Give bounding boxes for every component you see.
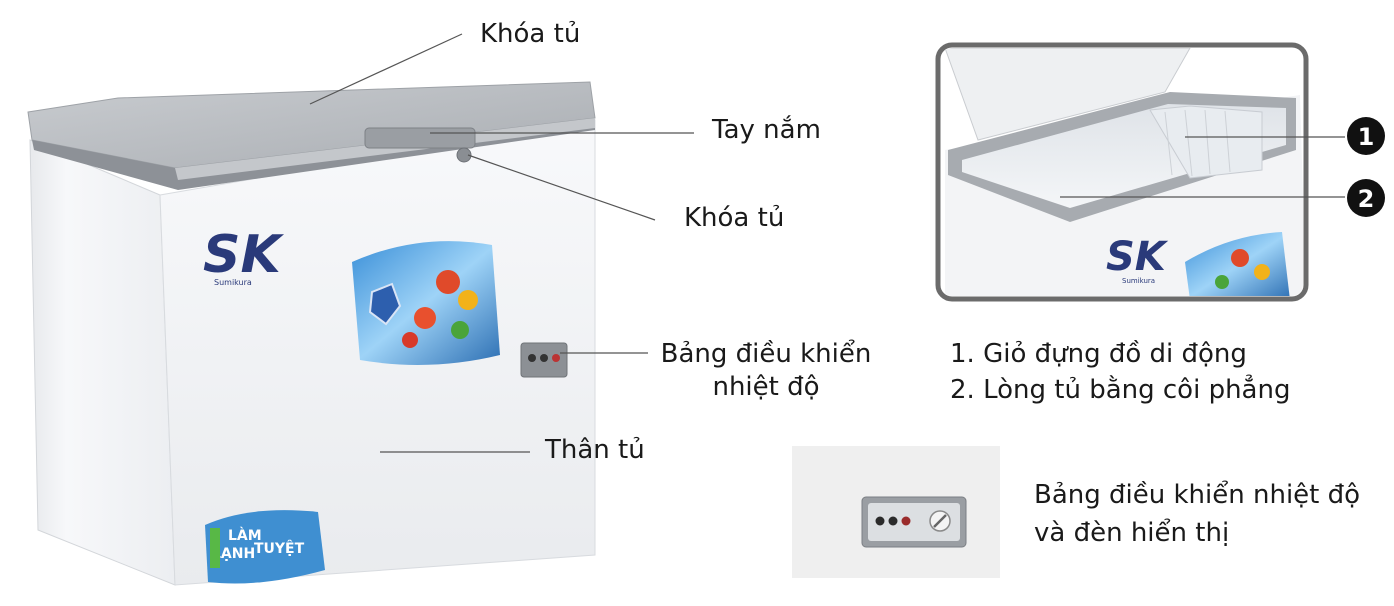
control-panel-photo — [792, 446, 1000, 578]
svg-text:SK: SK — [1106, 234, 1169, 280]
marker-2: 2 — [1358, 185, 1375, 213]
panel-note: Bảng điều khiển nhiệt độ và đèn hiển thị — [1034, 480, 1361, 548]
svg-text:LÀM: LÀM — [228, 527, 262, 544]
svg-text:Sumikura: Sumikura — [1122, 277, 1155, 285]
label-handle: Tay nắm — [712, 115, 821, 145]
cooling-badge — [205, 510, 325, 584]
sk-logo: SK — [203, 225, 284, 285]
label-body: Thân tủ — [545, 435, 645, 465]
label-control-panel: Bảng điều khiển nhiệt độ — [660, 339, 872, 402]
interior-legend: 1. Giỏ đựng đồ di động 2. Lòng tủ bằng c… — [950, 336, 1290, 408]
leader-lines — [309, 33, 694, 453]
freezer: SK Sumikura LÀM LẠNH TUYỆT — [27, 81, 596, 586]
legend-item-1: 1. Giỏ đựng đồ di động — [950, 339, 1247, 369]
legend-item-2: 2. Lòng tủ bằng côi phẳng — [950, 375, 1291, 405]
svg-text:TUYỆT: TUYỆT — [254, 539, 305, 557]
svg-text:LẠNH: LẠNH — [212, 546, 255, 562]
interior-inset: SK Sumikura 1 2 — [935, 42, 1385, 302]
marker-1: 1 — [1358, 123, 1375, 151]
label-lock: Khóa tủ — [684, 203, 785, 233]
svg-text:Sumikura: Sumikura — [214, 278, 252, 287]
label-lid-lock-top: Khóa tủ — [480, 19, 581, 49]
